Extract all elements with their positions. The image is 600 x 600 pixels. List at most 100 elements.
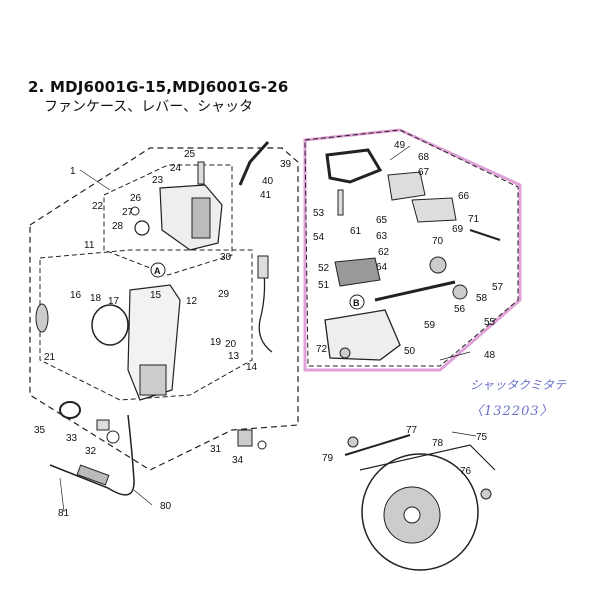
gear: [429, 256, 447, 274]
lever-group-outline: [103, 164, 233, 276]
fan-hub: [403, 506, 421, 524]
shutter-plate: [334, 257, 381, 287]
part-label: 61: [350, 226, 362, 237]
callout-a: [150, 262, 166, 278]
part-label: 63: [376, 231, 388, 242]
part-label: 78: [432, 438, 444, 449]
callout-a-label: A: [154, 266, 161, 276]
part-label: 58: [476, 293, 488, 304]
handwritten-part-code: 〈132203〉: [470, 404, 554, 419]
part-label: 17: [108, 296, 120, 307]
part-label: 20: [225, 339, 237, 350]
part-label: 13: [228, 351, 240, 362]
shaft: [374, 280, 456, 302]
part-label: 55: [484, 317, 496, 328]
bracket: [139, 364, 167, 396]
part-label: 24: [170, 163, 182, 174]
leader-lines: [59, 145, 477, 513]
part-label: 11: [84, 240, 95, 251]
part-label: 14: [246, 362, 258, 373]
part-label: 65: [376, 215, 388, 226]
bracket-75: [344, 434, 411, 456]
part-label: 64: [376, 262, 388, 273]
part-label: 26: [130, 193, 142, 204]
part-label: 54: [313, 232, 325, 243]
bolt-53: [337, 189, 344, 216]
shutter-block-66: [411, 197, 457, 223]
shutter-block-67: [387, 171, 426, 201]
shutter-assembly-outline: [303, 128, 522, 372]
part-label: 15: [150, 290, 162, 301]
part-numbers: 1 11 12 13 14 15 16 17 18 19 20 21 22 23…: [34, 140, 504, 519]
part-label: 71: [468, 214, 480, 225]
bolt: [197, 161, 205, 185]
cable-top: [238, 140, 270, 186]
part-label: 16: [70, 290, 82, 301]
part-label: 27: [122, 207, 134, 218]
part-label: 51: [318, 280, 330, 291]
part-label: 25: [184, 149, 196, 160]
nut-34: [257, 440, 267, 450]
part-label: 29: [218, 289, 230, 300]
part-label: 52: [318, 263, 330, 274]
part-label: 68: [418, 152, 430, 163]
cable-sleeve: [76, 464, 110, 486]
part-label: 75: [476, 432, 488, 443]
part-label: 81: [58, 508, 70, 519]
lever-grip: [191, 197, 211, 239]
diagram-title: 2. MDJ6001G-15,MDJ6001G-26: [28, 78, 289, 96]
part-label: 30: [220, 252, 232, 263]
shutter-group-outline: [304, 129, 519, 367]
part-label: 22: [92, 201, 104, 212]
diagram-subtitle: ファンケース、レバー、シャッタ: [44, 99, 254, 115]
part-label: 53: [313, 208, 325, 219]
clip-31: [237, 429, 253, 447]
callout-b: [349, 294, 365, 310]
throttle-cable: [49, 414, 135, 496]
part-label: 69: [452, 224, 464, 235]
case-group-outline: [39, 249, 253, 401]
spring: [134, 220, 150, 236]
part-label: 18: [90, 293, 102, 304]
part-label: 48: [484, 350, 496, 361]
blower-housing: [361, 453, 479, 571]
part-label: 34: [232, 455, 244, 466]
seal-35: [59, 401, 81, 419]
housing-flange: [359, 444, 496, 471]
part-label: 21: [44, 352, 56, 363]
part-label: 40: [262, 176, 274, 187]
callout-b-label: B: [353, 298, 360, 308]
handwritten-note: シャッタクミタテ: [470, 378, 567, 392]
gear-2: [452, 284, 468, 300]
shutter-base: [324, 309, 401, 361]
part-label: 76: [460, 466, 472, 477]
part-label: 50: [404, 346, 416, 357]
part-label: 57: [492, 282, 504, 293]
part-label: 1: [70, 166, 76, 177]
part-label: 41: [260, 190, 272, 201]
cable-connector: [257, 255, 269, 279]
screw-33: [96, 419, 110, 431]
nut-79: [347, 436, 359, 448]
fan-case-outline: [29, 147, 299, 471]
part-label: 72: [316, 344, 328, 355]
shutter-gasket: [325, 148, 383, 184]
ring-seal: [35, 303, 49, 333]
part-label: 12: [186, 296, 198, 307]
part-label: 32: [85, 446, 97, 457]
part-label: 59: [424, 320, 436, 331]
part-label: 35: [34, 425, 46, 436]
part-label: 19: [210, 337, 222, 348]
part-label: 80: [160, 501, 172, 512]
part-label: 66: [458, 191, 470, 202]
pin-71: [469, 229, 501, 241]
part-label: 77: [406, 425, 418, 436]
part-label: 23: [152, 175, 164, 186]
part-label: 33: [66, 433, 78, 444]
part-label: 67: [418, 167, 430, 178]
part-label: 70: [432, 236, 444, 247]
part-label: 79: [322, 453, 334, 464]
washer: [130, 206, 140, 216]
part-label: 62: [378, 247, 390, 258]
part-label: 49: [394, 140, 406, 151]
